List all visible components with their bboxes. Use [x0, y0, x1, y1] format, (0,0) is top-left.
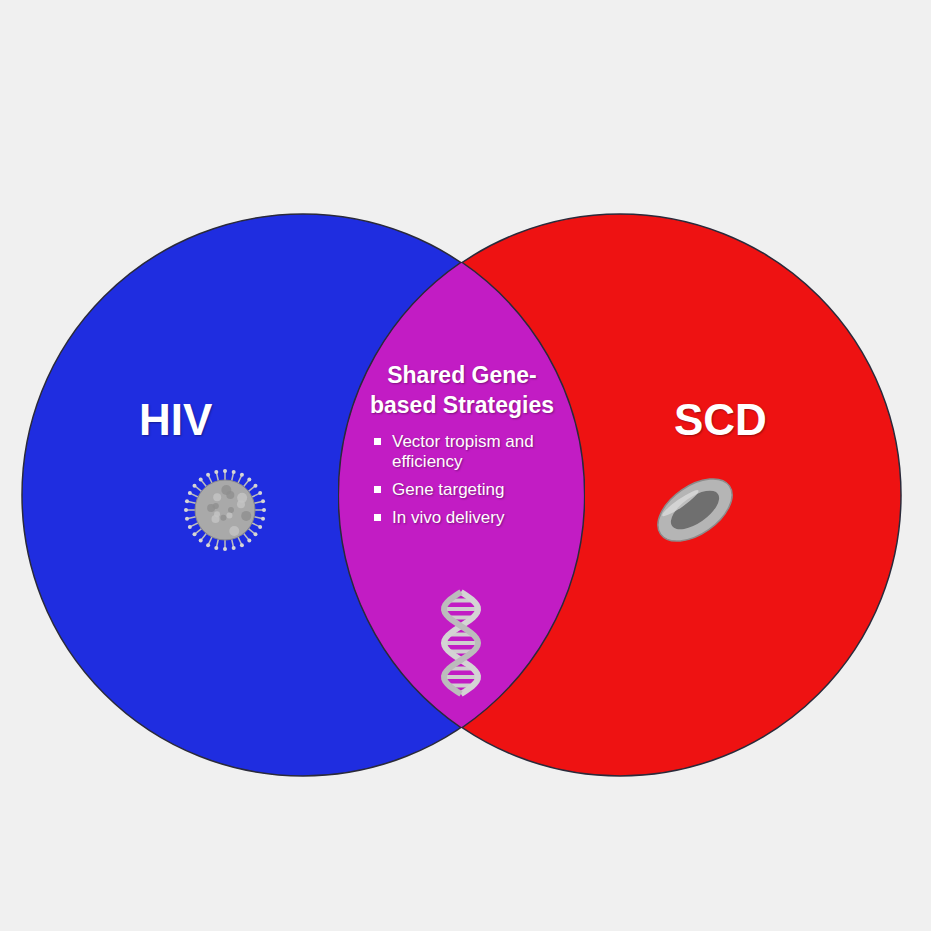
circle-title: SCD [674, 395, 814, 445]
region-circle [22, 214, 584, 776]
region-circle [339, 214, 901, 776]
bullet-item: Gene targeting [372, 480, 558, 500]
red-blood-cell-icon [647, 466, 743, 553]
overlap-lens [338, 262, 584, 728]
bullet-item: Vector tropism and efficiency [372, 432, 558, 472]
shared-lens: Shared Gene-based StrategiesVector tropi… [338, 262, 585, 728]
lens-heading: Shared Gene-based Strategies [362, 360, 562, 420]
dna-icon [444, 592, 478, 694]
bullet-item: In vivo delivery [372, 508, 558, 528]
circle-title: HIV [139, 395, 279, 445]
virus-icon [184, 469, 266, 551]
